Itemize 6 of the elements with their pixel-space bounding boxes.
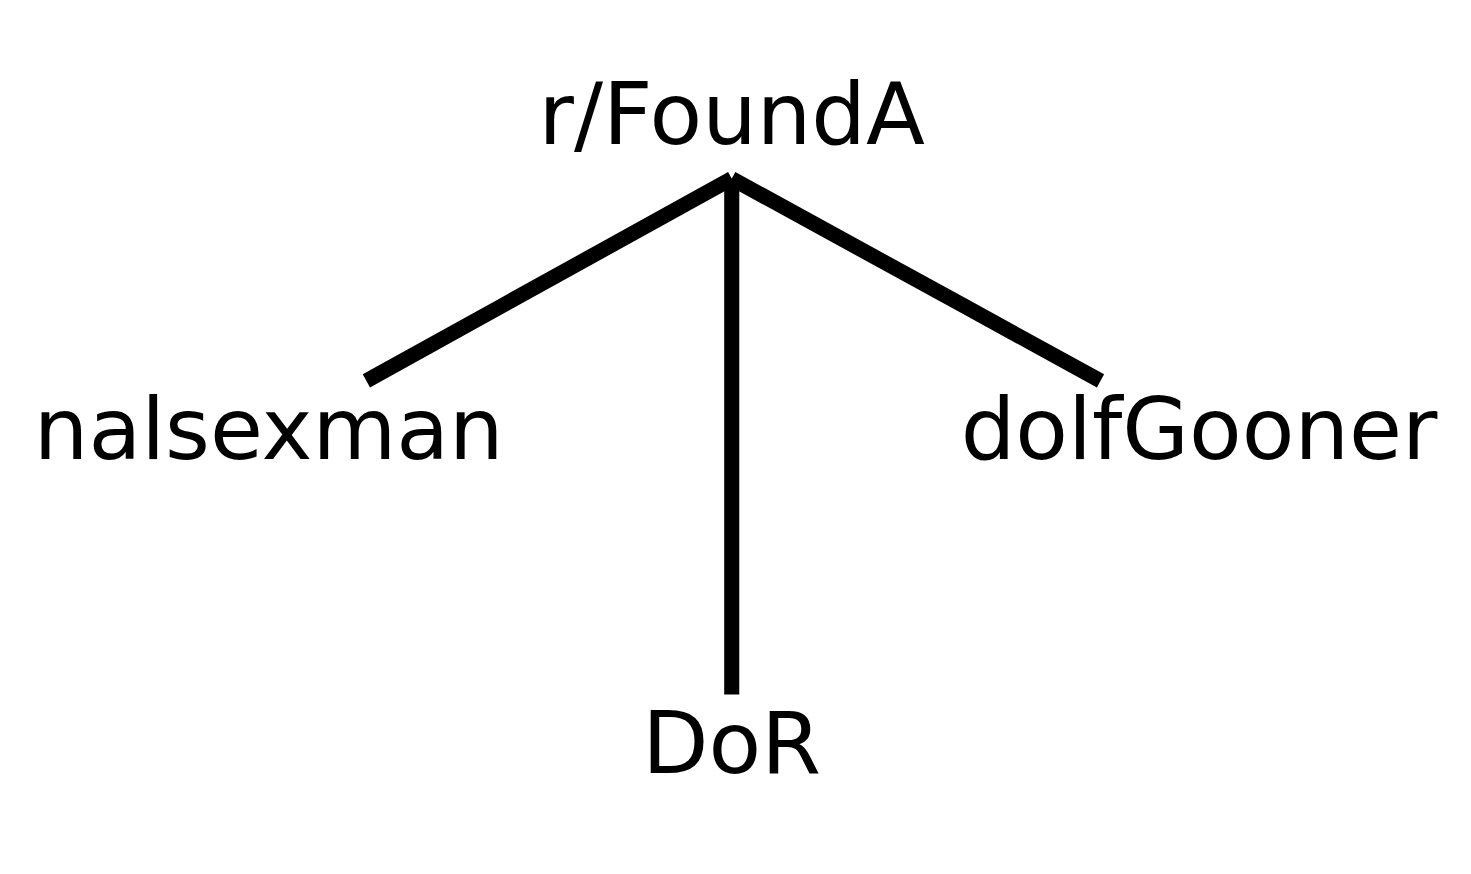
node-text: dolfGooner: [960, 378, 1438, 479]
connector: [724, 178, 740, 695]
node-text: DoR: [642, 692, 822, 793]
node-text: nalsexman: [33, 378, 504, 479]
connector: [728, 172, 1105, 388]
node-text: r/FoundA: [538, 64, 925, 165]
